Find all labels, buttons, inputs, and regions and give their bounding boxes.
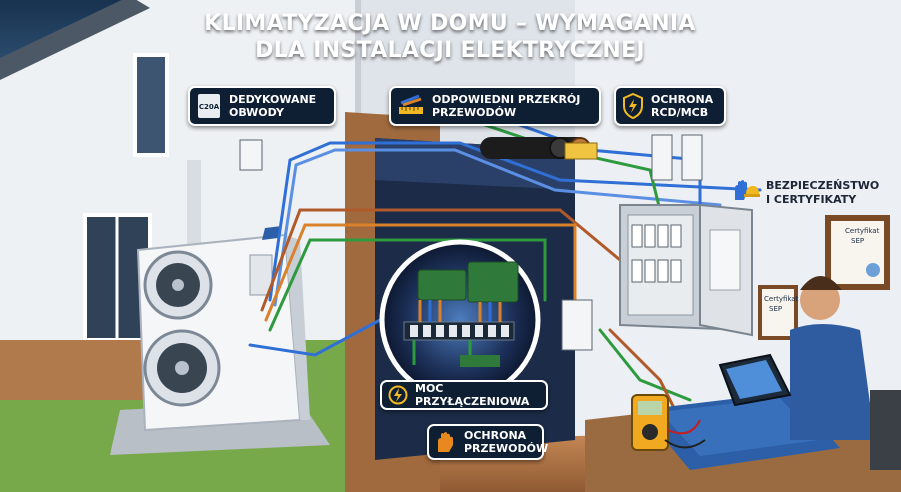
multimeter	[631, 394, 706, 451]
gloves-helmet-icon	[732, 178, 760, 208]
electrical-panel	[239, 134, 753, 351]
ac-outdoor-unit	[136, 226, 310, 432]
callout-safety-certs-text: BEZPIECZEŃSTWO I CERTYFIKATY	[766, 179, 879, 207]
callout-safety-certs: BEZPIECZEŃSTWO I CERTYFIKATY	[732, 177, 897, 209]
callout-wire-cross-section: ODPOWIEDNI PRZEKRÓJ PRZEWODÓW	[389, 86, 601, 126]
lightning-shield-icon	[622, 93, 644, 119]
glove-icon	[435, 430, 457, 454]
page-title: KLIMATYZACJA W DOMU – WYMAGANIA DLA INST…	[150, 10, 750, 64]
callout-wire-protection-line1: OCHRONA	[464, 429, 527, 442]
callout-wire-cross-section-text: ODPOWIEDNI PRZEKRÓJ PRZEWODÓW	[432, 93, 580, 119]
callout-connection-power-label: MOC PRZYŁĄCZENIOWA	[415, 382, 530, 408]
callout-wire-cross-section-line2: PRZEWODÓW	[432, 106, 517, 119]
certificate-small-line2: SEP	[769, 305, 782, 313]
callout-dedicated-circuits-text: DEDYKOWANE OBWODY	[229, 93, 316, 119]
cable-ruler-icon	[397, 93, 425, 119]
certificate-large-line1: Certyfikat	[845, 227, 880, 235]
breaker-badge-label: C20A	[199, 103, 220, 111]
page-title-line2: DLA INSTALACJI ELEKTRYCZNEJ	[255, 38, 645, 63]
callout-rcd-protection: OCHRONA RCD/MCB	[614, 86, 726, 126]
callout-rcd-protection-line2: RCD/MCB	[651, 106, 709, 119]
certificate-large: Certyfikat SEP	[825, 215, 890, 290]
certificate-large-line2: SEP	[851, 237, 864, 245]
callout-wire-protection-text: OCHRONA PRZEWODÓW	[464, 429, 548, 455]
wiring-detail-inset	[379, 239, 541, 401]
callout-safety-certs-line1: BEZPIECZEŃSTWO	[766, 179, 880, 192]
callout-safety-certs-line2: I CERTYFIKATY	[766, 193, 857, 206]
power-bolt-icon	[388, 385, 408, 405]
callout-connection-power: MOC PRZYŁĄCZENIOWA	[380, 380, 548, 410]
callout-wire-protection: OCHRONA PRZEWODÓW	[427, 424, 548, 460]
electrician-at-desk	[585, 276, 901, 492]
page-title-line1: KLIMATYZACJA W DOMU – WYMAGANIA	[204, 11, 696, 36]
callout-rcd-protection-text: OCHRONA RCD/MCB	[651, 93, 713, 119]
callout-wire-cross-section-line1: ODPOWIEDNI PRZEKRÓJ	[432, 93, 581, 106]
callout-dedicated-circuits: C20A DEDYKOWANE OBWODY	[188, 86, 336, 126]
callout-dedicated-circuits-line2: OBWODY	[229, 106, 284, 119]
callout-dedicated-circuits-line1: DEDYKOWANE	[229, 93, 317, 106]
cable-sample	[480, 137, 598, 160]
callout-wire-protection-line2: PRZEWODÓW	[464, 442, 549, 455]
callout-rcd-protection-line1: OCHRONA	[651, 93, 714, 106]
circuit-breaker-icon: C20A	[196, 93, 222, 119]
certificate-small-line1: Certyfikat	[764, 295, 799, 303]
